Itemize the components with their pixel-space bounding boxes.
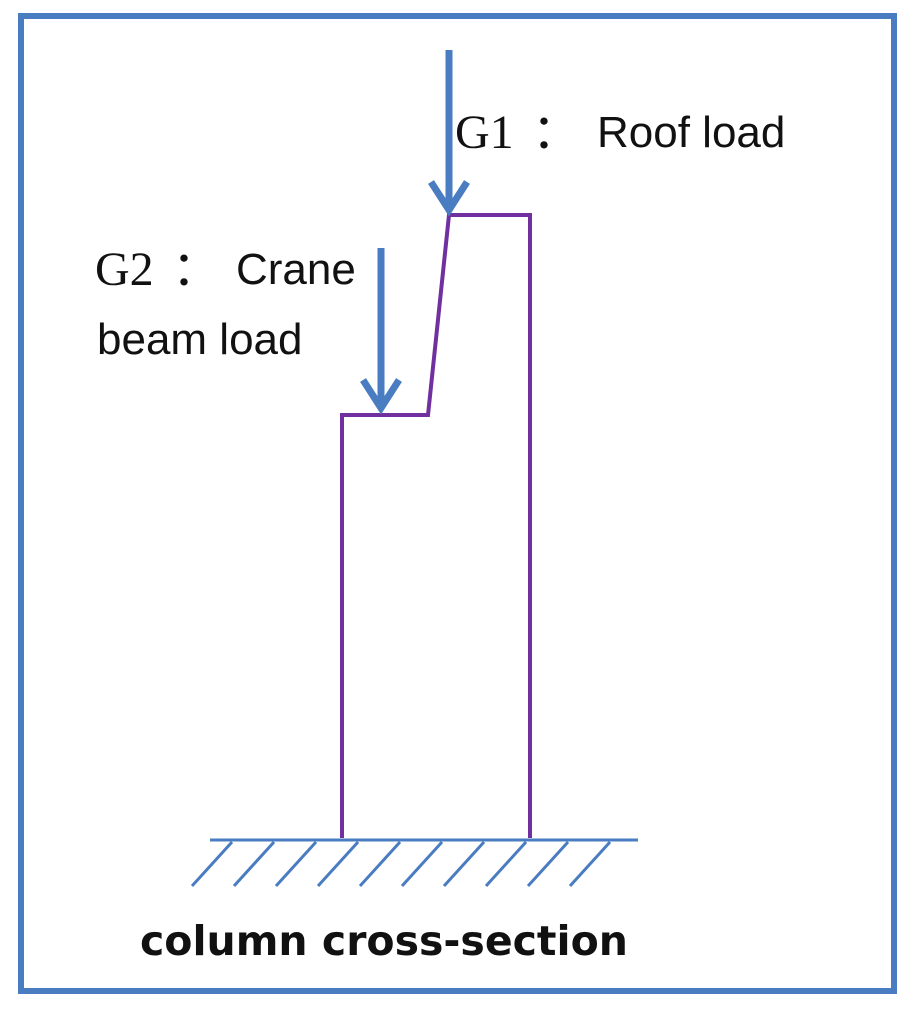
diagram-border — [18, 13, 897, 994]
hatch-mark — [232, 840, 276, 888]
g2-description-line1: Crane — [236, 245, 356, 294]
g1-symbol: G1 — [455, 106, 514, 159]
g1-description: Roof load — [597, 108, 785, 157]
g1-separator: ： — [532, 106, 580, 159]
g2-description-line2: beam load — [97, 315, 302, 364]
fixed-support-hatch-icon — [190, 838, 638, 888]
hatch-mark — [400, 840, 444, 888]
g1-down-arrow-icon — [428, 50, 470, 217]
hatch-mark — [442, 840, 486, 888]
hatch-mark — [526, 840, 570, 888]
g2-arrow-head — [360, 378, 402, 415]
ground-hatch — [190, 840, 612, 888]
diagram-caption: column cross-section — [140, 917, 628, 965]
g2-down-arrow-icon — [360, 248, 402, 415]
column-outline — [340, 213, 532, 838]
hatch-mark — [568, 840, 612, 888]
hatch-mark — [190, 840, 234, 888]
hatch-mark — [274, 840, 318, 888]
hatch-mark — [358, 840, 402, 888]
g2-symbol: G2 — [95, 243, 154, 296]
g1-arrow-head — [428, 180, 470, 217]
hatch-mark — [316, 840, 360, 888]
hatch-mark — [484, 840, 528, 888]
g2-separator: ： — [172, 243, 220, 296]
